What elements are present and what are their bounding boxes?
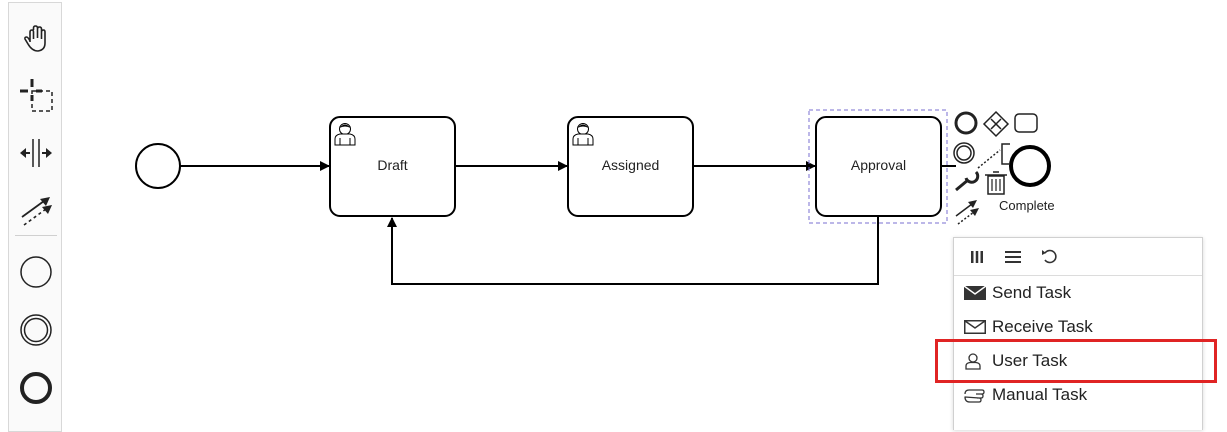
start-event-icon [20, 256, 52, 288]
hand-tool-button[interactable] [9, 17, 63, 61]
loop-icon [1042, 249, 1057, 263]
space-tool-icon [20, 139, 52, 167]
user-icon [964, 351, 988, 371]
user-task-label: User Task [992, 351, 1068, 370]
connect-arrows-icon [21, 197, 52, 226]
task-assigned-label: Assigned [601, 157, 660, 173]
context-pad [953, 110, 1038, 225]
replace-menu-header [954, 238, 1202, 276]
append-text-annotation-icon[interactable] [1001, 143, 1010, 165]
create-intermediate-event-button[interactable] [9, 308, 63, 352]
task-approval[interactable] [815, 116, 942, 217]
append-task-icon[interactable] [1014, 113, 1038, 133]
lasso-icon [20, 79, 53, 112]
manual-task-label: Manual Task [992, 385, 1088, 404]
tool-palette [8, 2, 62, 432]
replace-menu: Send Task Receive Task User Task Manual … [953, 237, 1203, 430]
send-task-label: Send Task [992, 283, 1072, 302]
manual-task-option[interactable]: Manual Task [954, 378, 1202, 412]
parallel-multi-instance-button[interactable] [962, 242, 992, 272]
space-tool-button[interactable] [9, 131, 63, 175]
append-end-event-icon[interactable] [954, 111, 978, 135]
send-task-option[interactable]: Send Task [954, 276, 1202, 310]
loop-button[interactable] [1034, 242, 1064, 272]
envelope-outline-icon [964, 317, 988, 337]
user-task-marker-icon [334, 123, 356, 146]
hand-icon [24, 25, 46, 52]
parallel-mi-icon [971, 250, 983, 263]
create-start-event-button[interactable] [9, 250, 63, 294]
task-draft[interactable] [329, 116, 456, 217]
delete-trash-icon[interactable] [985, 171, 1007, 195]
start-event[interactable] [135, 143, 181, 189]
user-task-marker-icon [572, 123, 594, 146]
user-task-highlight-box [935, 339, 1217, 383]
end-event-label: Complete [999, 198, 1055, 213]
append-gateway-icon[interactable] [982, 110, 1010, 138]
change-type-wrench-icon[interactable] [955, 170, 980, 192]
hand-icon [964, 385, 988, 405]
task-approval-label: Approval [850, 157, 907, 173]
envelope-filled-icon [964, 283, 988, 303]
sequential-mi-icon [1005, 250, 1021, 263]
user-task-option[interactable]: User Task [954, 344, 1202, 378]
connect-arrows-icon[interactable] [955, 200, 979, 225]
receive-task-label: Receive Task [992, 317, 1093, 336]
intermediate-event-icon [20, 314, 52, 346]
create-end-event-button[interactable] [9, 366, 63, 410]
append-intermediate-event-icon[interactable] [953, 142, 975, 164]
task-draft-label: Draft [377, 157, 408, 173]
lasso-tool-button[interactable] [9, 73, 63, 117]
global-connect-tool-button[interactable] [9, 187, 63, 231]
flow-approval-draft-loop[interactable] [387, 216, 879, 285]
task-assigned[interactable] [567, 116, 694, 217]
end-event-complete[interactable] [1009, 145, 1051, 187]
receive-task-option[interactable]: Receive Task [954, 310, 1202, 344]
sequential-multi-instance-button[interactable] [998, 242, 1028, 272]
dotted-connector [977, 149, 1001, 169]
end-event-icon [20, 372, 52, 404]
